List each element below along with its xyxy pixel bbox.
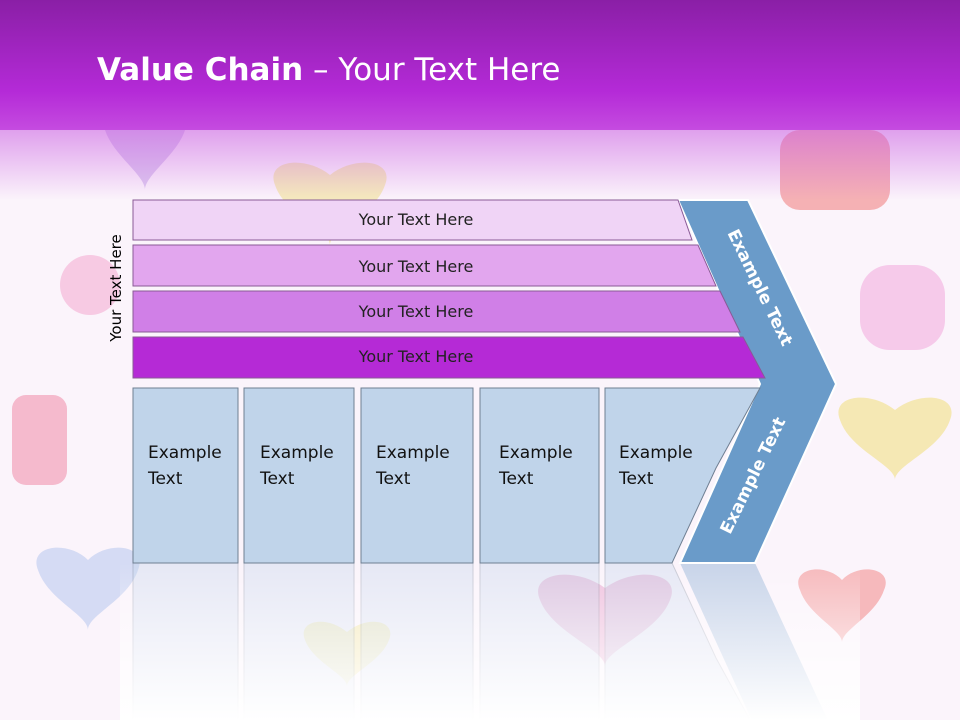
- row-bar-1: [132, 199, 693, 241]
- letter-shape: [60, 255, 120, 315]
- heart-icon: [838, 397, 952, 480]
- box-line1: Example: [619, 443, 693, 463]
- reflection-fade: [120, 563, 860, 720]
- activity-box-3: [360, 387, 474, 564]
- title-bold: Value Chain: [97, 52, 304, 88]
- box-line2: Text: [619, 469, 654, 489]
- box-line1: Example: [376, 443, 450, 463]
- box-line2: Text: [499, 469, 534, 489]
- row-label-1: Your Text Here: [358, 210, 474, 229]
- box-line2: Text: [376, 469, 411, 489]
- row-bar-2: [132, 244, 717, 287]
- box-line2: Text: [148, 469, 183, 489]
- title-rest: – Your Text Here: [313, 52, 561, 88]
- slide-title: Value Chain – Your Text Here: [97, 52, 561, 88]
- row-label-4: Your Text Here: [358, 347, 474, 366]
- row-bar-4: [132, 336, 766, 379]
- row-label-2: Your Text Here: [358, 257, 474, 276]
- letter-shape: [12, 395, 67, 485]
- header-bar: [0, 0, 960, 130]
- heart-icon: [36, 547, 140, 630]
- activity-box-5: [604, 387, 761, 564]
- box-line2: Text: [260, 469, 295, 489]
- activity-box-4: [479, 387, 600, 564]
- box-line1: Example: [260, 443, 334, 463]
- row-label-3: Your Text Here: [358, 302, 474, 321]
- row-bar-3: [132, 290, 741, 333]
- activity-box-2: [243, 387, 355, 564]
- box-line1: Example: [499, 443, 573, 463]
- activity-box-1: [132, 387, 239, 564]
- box-line1: Example: [148, 443, 222, 463]
- header-fade: [0, 130, 960, 200]
- chevron-arrow: [676, 199, 838, 564]
- letter-shape: [860, 265, 945, 350]
